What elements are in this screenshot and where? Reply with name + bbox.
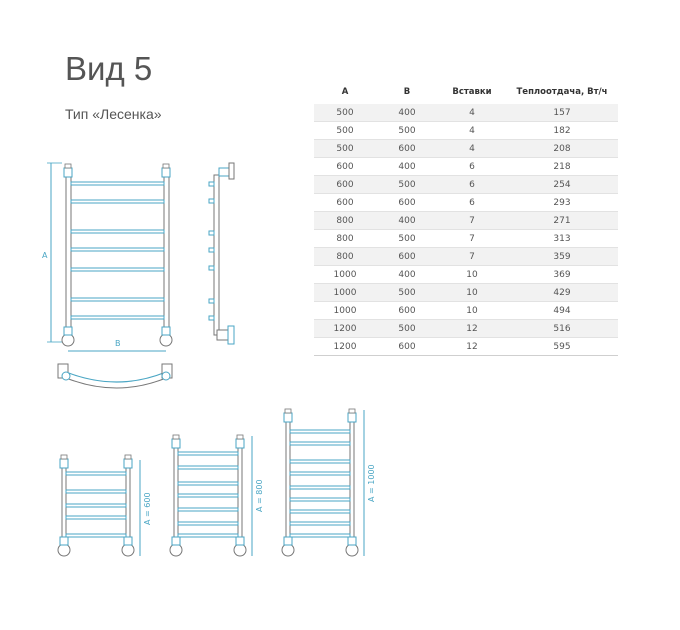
cell-a: 500: [314, 104, 376, 122]
cell-heat-output: 313: [506, 229, 618, 248]
cell-b: 400: [376, 211, 438, 230]
cell-inserts: 10: [438, 283, 506, 302]
cell-heat-output: 182: [506, 121, 618, 140]
cell-b: 600: [376, 337, 438, 356]
cell-heat-output: 369: [506, 265, 618, 284]
page-title: Вид 5: [65, 50, 153, 87]
cell-b: 500: [376, 319, 438, 338]
small-label-800: A = 800: [255, 479, 264, 512]
small-label-1000: A = 1000: [367, 464, 376, 502]
cell-a: 1200: [314, 337, 376, 356]
cell-b: 600: [376, 247, 438, 266]
cell-heat-output: 516: [506, 319, 618, 338]
cell-b: 600: [376, 301, 438, 320]
cell-heat-output: 429: [506, 283, 618, 302]
cell-b: 500: [376, 121, 438, 140]
header-a: A: [341, 87, 349, 97]
cell-a: 800: [314, 229, 376, 248]
cell-inserts: 10: [438, 301, 506, 320]
cell-inserts: 6: [438, 175, 506, 194]
top-view: [57, 363, 173, 389]
table-header-row: A B Вставки Теплоотдача, Вт/ч: [314, 80, 618, 104]
cell-heat-output: 595: [506, 337, 618, 356]
cell-inserts: 6: [438, 193, 506, 212]
cell-heat-output: 208: [506, 139, 618, 158]
cell-inserts: 12: [438, 337, 506, 356]
cell-b: 600: [376, 193, 438, 212]
cell-inserts: 10: [438, 265, 506, 284]
small-view-600: A = 600: [57, 454, 152, 557]
cell-a: 600: [314, 157, 376, 176]
cell-inserts: 4: [438, 121, 506, 140]
cell-b: 400: [376, 104, 438, 122]
cell-inserts: 12: [438, 319, 506, 338]
page-subtitle: Тип «Лесенка»: [65, 106, 162, 122]
cell-b: 600: [376, 139, 438, 158]
cell-a: 500: [314, 121, 376, 140]
cell-heat-output: 218: [506, 157, 618, 176]
cell-b: 400: [376, 265, 438, 284]
cell-heat-output: 359: [506, 247, 618, 266]
cell-a: 800: [314, 247, 376, 266]
cell-heat-output: 157: [506, 104, 618, 122]
cell-heat-output: 254: [506, 175, 618, 194]
cell-b: 500: [376, 175, 438, 194]
cell-heat-output: 293: [506, 193, 618, 212]
cell-b: 500: [376, 229, 438, 248]
small-label-600: A = 600: [143, 492, 152, 525]
cell-a: 1000: [314, 283, 376, 302]
main-front-view: A B: [42, 162, 173, 352]
cell-inserts: 4: [438, 104, 506, 122]
cell-b: 500: [376, 283, 438, 302]
header-heat-output: Теплоотдача, Вт/ч: [516, 87, 608, 97]
header-inserts: Вставки: [452, 87, 492, 97]
cell-inserts: 4: [438, 139, 506, 158]
cell-a: 600: [314, 193, 376, 212]
cell-inserts: 7: [438, 211, 506, 230]
cell-a: 600: [314, 175, 376, 194]
header-b: B: [403, 87, 411, 97]
cell-b: 400: [376, 157, 438, 176]
cell-a: 1200: [314, 319, 376, 338]
cell-a: 500: [314, 139, 376, 158]
cell-heat-output: 494: [506, 301, 618, 320]
small-view-800: A = 800: [169, 434, 264, 557]
small-view-1000: A = 1000: [281, 408, 376, 557]
dimension-a-label: A: [42, 251, 48, 260]
cell-a: 1000: [314, 301, 376, 320]
cell-heat-output: 271: [506, 211, 618, 230]
cell-inserts: 7: [438, 229, 506, 248]
cell-a: 1000: [314, 265, 376, 284]
cell-inserts: 7: [438, 247, 506, 266]
dimension-b-label: B: [115, 339, 121, 348]
cell-inserts: 6: [438, 157, 506, 176]
cell-a: 800: [314, 211, 376, 230]
side-view: [208, 162, 235, 345]
